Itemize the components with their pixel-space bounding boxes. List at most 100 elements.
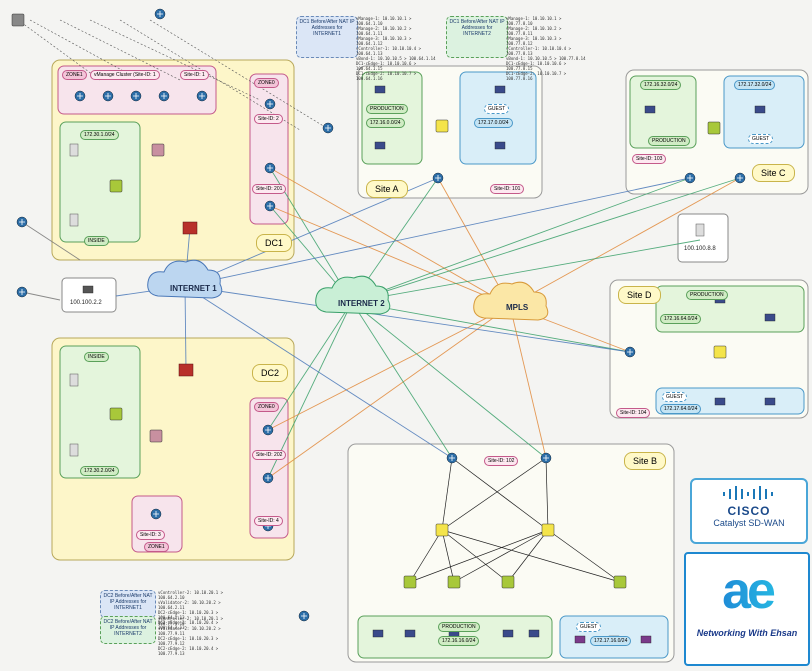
- nat-row: vManage-3: 10.10.10.3 > 100.64.1.12: [356, 36, 412, 46]
- server-icon: [69, 213, 79, 227]
- router-icon: [262, 472, 274, 484]
- site-b-link: [441, 529, 621, 583]
- switch-icon: [541, 523, 555, 537]
- pc-icon: [528, 629, 540, 638]
- dns-host-ip: 100.100.8.8: [684, 246, 716, 252]
- internet1-label: INTERNET 1: [170, 284, 217, 293]
- network-link: [267, 305, 511, 431]
- mgmt-link: [149, 19, 331, 131]
- link-layer: [17, 19, 741, 583]
- network-link: [184, 177, 691, 287]
- pc-icon: [764, 313, 776, 322]
- nat-row: vManage-2: 10.10.10.2 > 100.64.1.11: [356, 26, 412, 36]
- router-icon: [264, 162, 276, 174]
- router-icon: [74, 90, 86, 102]
- network-link: [184, 285, 631, 353]
- router-icon: [734, 172, 746, 184]
- dc2-zone0-label: ZONE0: [254, 402, 279, 412]
- site-b-link: [441, 457, 453, 531]
- dc2-site-id-4: Site-ID: 4: [254, 516, 283, 526]
- nat-row: vController-1: 10.10.10.4 > 100.77.8.13: [506, 46, 572, 56]
- switch-icon: [713, 345, 727, 359]
- dc1-zone1-label: ZONE1: [62, 70, 87, 80]
- network-link: [269, 167, 511, 307]
- nat-row: DC1-cEdge-1: 10.10.10.6 > 100.64.1.15: [356, 61, 417, 71]
- dc1-site-id-1: Site-ID: 1: [180, 70, 209, 80]
- switch-icon: [707, 121, 721, 135]
- nat-row: DC1-cEdge-1: 10.10.10.6 > 100.77.8.15: [506, 61, 567, 71]
- dc2-zone1-label: ZONE1: [144, 542, 169, 552]
- dc2-subnet: 172.30.2.0/24: [80, 466, 119, 476]
- dc2-zone0-box: [249, 397, 289, 539]
- nat-dc1-inet1-rows: vManage-1: 10.10.10.1 > 100.64.1.10 vMan…: [356, 16, 436, 81]
- site-c-label: Site C: [752, 164, 795, 182]
- pc-icon: [494, 141, 506, 150]
- site-d-prod-box: [655, 285, 805, 333]
- pc-icon: [372, 629, 384, 638]
- site-b-guest-subnet: 172.17.16.0/24: [590, 636, 632, 646]
- router-icon: [446, 452, 458, 464]
- internet-host-box: [61, 277, 117, 313]
- internet2-label: INTERNET 2: [338, 299, 385, 308]
- site-c-guest-label: GUEST: [748, 134, 774, 144]
- site-c-prod-box: [629, 75, 697, 149]
- pc-icon: [764, 397, 776, 406]
- internet2-cloud: INTERNET 2: [315, 275, 391, 315]
- switch-icon: [109, 407, 123, 421]
- site-b-region: [347, 443, 675, 663]
- internet-host-ip: 100.100.2.2: [70, 300, 102, 306]
- dc1-site-id-201: Site-ID: 201: [252, 184, 287, 194]
- network-link: [509, 305, 547, 459]
- node-layer: [11, 8, 776, 644]
- switch-icon: [447, 575, 461, 589]
- site-c-production-label: PRODUCTION: [648, 136, 690, 146]
- pc-icon: [714, 397, 726, 406]
- pc-icon: [374, 141, 386, 150]
- switch-icon: [435, 523, 449, 537]
- site-b-link: [547, 529, 621, 583]
- router-icon: [264, 200, 276, 212]
- site-b-label: Site B: [624, 452, 667, 470]
- switch-icon: [613, 575, 627, 589]
- site-a-site-id: Site-ID: 101: [490, 184, 525, 194]
- pc-icon: [404, 629, 416, 638]
- switch-icon: [149, 429, 163, 443]
- pc-icon: [754, 105, 766, 114]
- mpls-cloud: MPLS: [473, 281, 549, 321]
- router-icon: [196, 90, 208, 102]
- network-link: [351, 177, 691, 303]
- site-d-label: Site D: [618, 286, 661, 304]
- site-b-link: [409, 529, 443, 583]
- brand-name: Networking With Ehsan: [696, 628, 798, 638]
- site-b-link: [453, 529, 549, 583]
- site-c-site-id: Site-ID: 103: [632, 154, 667, 164]
- nat-dc2-inet1-rows: vController-2: 10.10.20.1 > 100.64.2.10 …: [158, 590, 238, 630]
- network-link: [351, 239, 701, 303]
- network-link: [351, 301, 547, 459]
- nat-row: vManage-1: 10.10.10.1 > 100.77.8.10: [506, 16, 562, 26]
- nat-dc1-inet2-rows: vManage-1: 10.10.10.1 > 100.77.8.10 vMan…: [506, 16, 586, 81]
- nat-dc2-inet2-rows: vController-2: 10.10.20.1 > 100.77.9.10 …: [158, 616, 238, 656]
- switch-icon: [435, 119, 449, 133]
- site-b-link: [441, 529, 509, 583]
- nat-row: vController-2: 10.10.20.1 > 100.77.9.10: [158, 616, 224, 626]
- switch-icon: [501, 575, 515, 589]
- cisco-product-name: Catalyst SD-WAN: [713, 518, 785, 528]
- network-link: [184, 285, 187, 371]
- nat-dc1-inet2-title: DC1 Before/After NAT IP Addresses for IN…: [446, 16, 508, 58]
- router-icon: [16, 286, 28, 298]
- dc2-site-id-3: Site-ID: 3: [136, 530, 165, 540]
- router-icon: [432, 172, 444, 184]
- router-icon: [322, 122, 334, 134]
- nat-row: vController-1: 10.10.10.4 > 100.64.1.13: [356, 46, 422, 56]
- site-b-link: [441, 457, 547, 531]
- nat-row: vManage-1: 10.10.10.1 > 100.64.1.10: [356, 16, 412, 26]
- pc-icon: [574, 635, 586, 644]
- site-b-link: [409, 529, 549, 583]
- network-link: [21, 221, 81, 261]
- router-icon: [624, 346, 636, 358]
- firewall-icon: [178, 363, 194, 377]
- site-b-link: [451, 457, 549, 531]
- brand-logo-card: ae Networking With Ehsan: [684, 552, 810, 666]
